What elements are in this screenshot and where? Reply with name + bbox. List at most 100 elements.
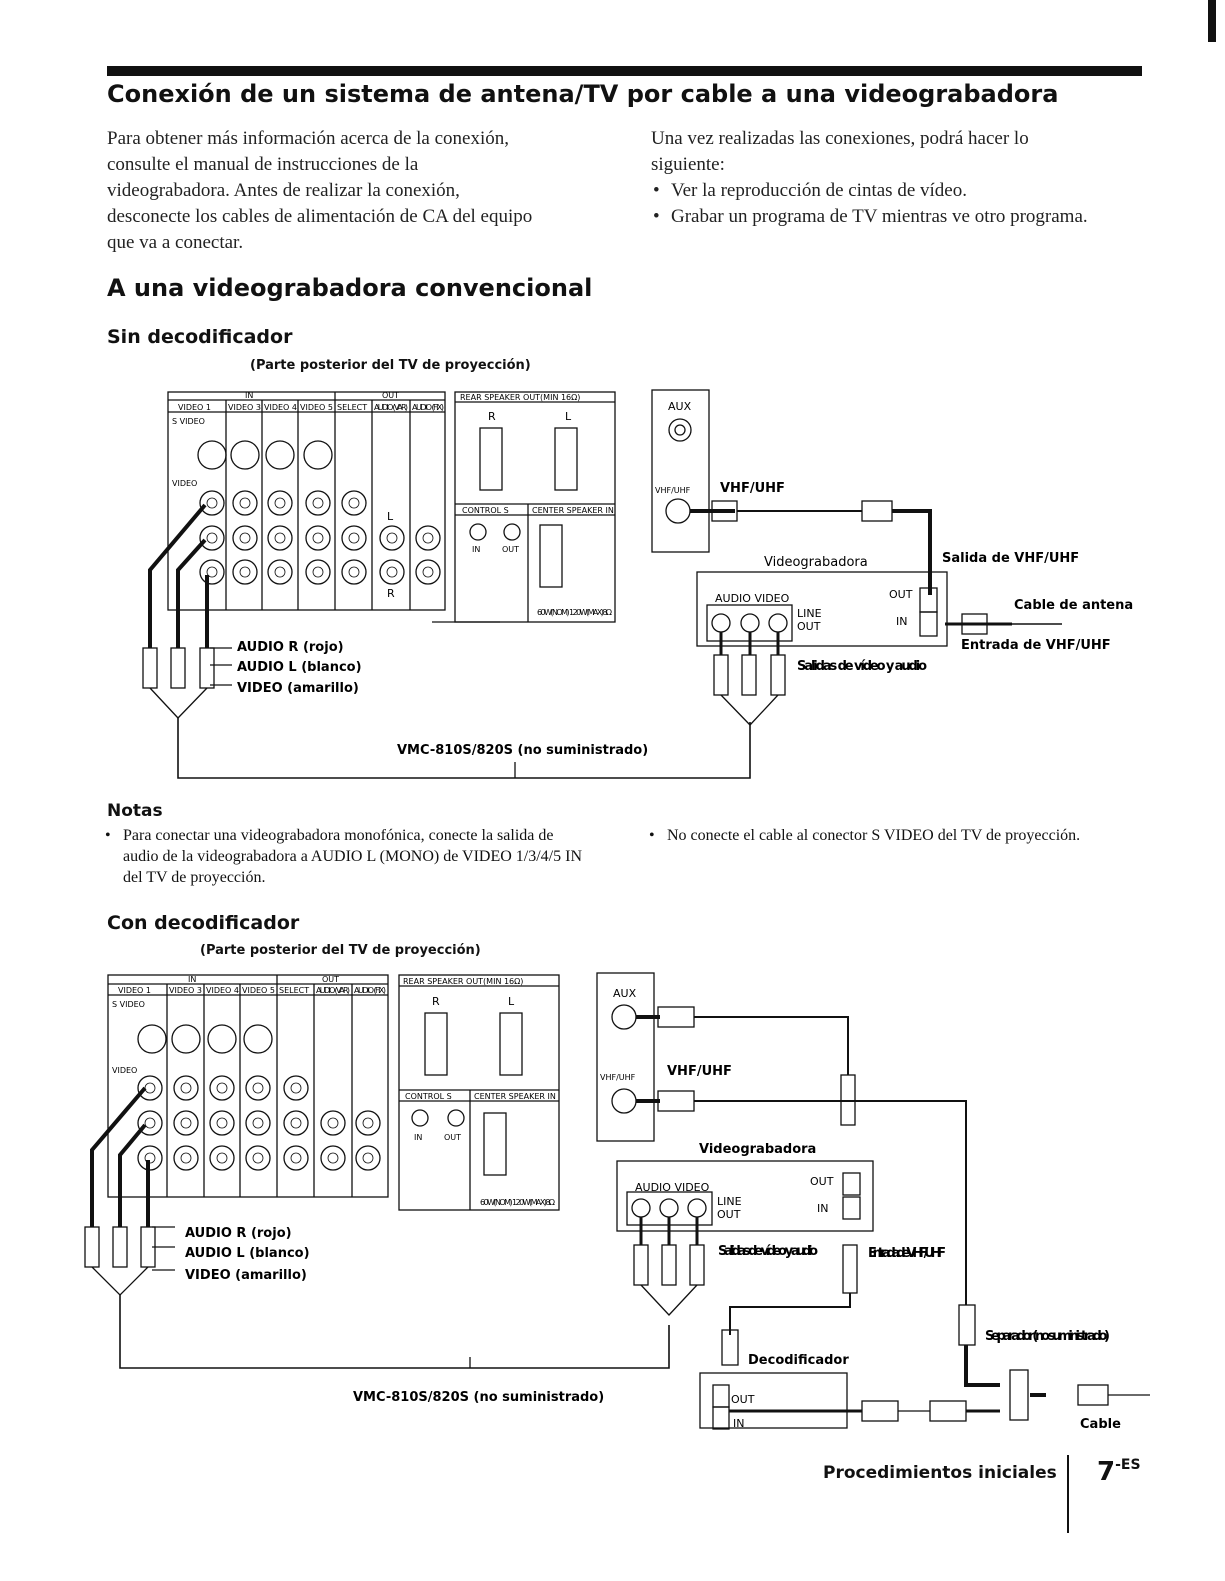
- panel-video1-label: VIDEO 1: [178, 403, 211, 412]
- title-rule: [107, 66, 1142, 76]
- vcr-line-out-label: OUT: [717, 1208, 741, 1221]
- panel-l-label: L: [387, 510, 394, 523]
- page-title: Conexión de un sistema de antena/TV por …: [107, 80, 1059, 108]
- panel-r-label: R: [387, 587, 395, 600]
- intro-line: que va a conectar.: [107, 232, 244, 253]
- panel-select-label: SELECT: [279, 986, 309, 995]
- vcr-line-label: LINE: [717, 1195, 742, 1208]
- av-outputs-text: Salidas de vídeo y audio: [797, 659, 927, 674]
- section-heading: A una videograbadora convencional: [107, 274, 593, 302]
- vhf-input-label: Entrada de VHF/UHF: [868, 1246, 946, 1261]
- panel-in-label: IN: [245, 391, 253, 400]
- page-number: 7-ES: [1097, 1457, 1141, 1487]
- center-speaker-label: CENTER SPEAKER IN: [474, 1092, 556, 1101]
- vcr-box: [696, 571, 948, 647]
- vhf-input-label: Entrada de VHF/UHF: [961, 638, 1111, 653]
- decoder-out-label: OUT: [731, 1393, 755, 1406]
- vcr-audio-video-label: AUDIO VIDEO: [635, 1181, 710, 1194]
- panel-video5-label: VIDEO 5: [242, 986, 275, 995]
- tv-panel: [167, 391, 446, 611]
- decoder-in-label: IN: [733, 1417, 744, 1430]
- footer-divider: [1067, 1455, 1069, 1533]
- notes-left: Para conectar una videograbadora monofón…: [105, 825, 587, 888]
- intro-right: Una vez realizadas las conexiones, podrá…: [651, 126, 1121, 230]
- vhfuhf-small-label: VHF/UHF: [600, 1073, 636, 1082]
- diagram-caption: (Parte posterior del TV de proyección): [250, 358, 531, 373]
- page-number-value: 7: [1097, 1457, 1116, 1487]
- vcr-in-label: IN: [896, 615, 907, 628]
- panel-video5-label: VIDEO 5: [300, 403, 333, 412]
- vcr-box: [616, 1160, 874, 1232]
- speaker-power-label: 60W(NOM) 120W(MAX)8Ω: [480, 1198, 555, 1207]
- subsection-heading: Sin decodificador: [107, 326, 293, 348]
- panel-audio-var-label: AUDIO (VAR): [374, 403, 408, 412]
- control-s-label: CONTROL S: [462, 506, 509, 515]
- vcr-label: Videograbadora: [699, 1142, 816, 1157]
- panel-out-label: OUT: [382, 391, 399, 400]
- panel-video3-label: VIDEO 3: [169, 986, 202, 995]
- panel-svideo-label: S VIDEO: [172, 417, 205, 426]
- video-yellow-label: VIDEO (amarillo): [237, 681, 359, 696]
- tv-panel: [107, 974, 389, 1198]
- video-yellow-label: VIDEO (amarillo): [185, 1268, 307, 1283]
- panel-video4-label: VIDEO 4: [264, 403, 297, 412]
- vcr-out-label: OUT: [810, 1175, 834, 1188]
- note-item: Para conectar una videograbadora monofón…: [105, 825, 587, 888]
- control-in-label: IN: [414, 1133, 422, 1142]
- center-speaker-label: CENTER SPEAKER IN: [532, 506, 614, 515]
- intro-line: videograbadora. Antes de realizar la con…: [107, 180, 460, 201]
- footer-section: Procedimientos iniciales: [823, 1463, 1057, 1483]
- control-out-label: OUT: [502, 545, 519, 554]
- speaker-l-label: L: [508, 995, 515, 1008]
- page-edge-mark: [1208, 0, 1216, 42]
- panel-out-label: OUT: [322, 975, 339, 984]
- intro-line: siguiente:: [651, 154, 725, 175]
- av-outputs-label: Salidas de vídeo y audio: [797, 659, 927, 674]
- speaker-power-label: 60W(NOM) 120W(MAX)8Ω: [537, 608, 612, 617]
- speaker-panel: [454, 391, 616, 623]
- control-in-label: IN: [472, 545, 480, 554]
- panel-svideo-label: S VIDEO: [112, 1000, 145, 1009]
- subsection-heading: Con decodificador: [107, 912, 300, 934]
- antenna-cable-label: Cable de antena: [1014, 598, 1133, 613]
- panel-video3-label: VIDEO 3: [228, 403, 261, 412]
- page-number-suffix: -ES: [1115, 1457, 1141, 1473]
- speaker-l-label: L: [565, 410, 572, 423]
- diagram-caption: (Parte posterior del TV de proyección): [200, 943, 481, 958]
- speaker-r-label: R: [432, 995, 440, 1008]
- panel-video-label: VIDEO: [112, 1066, 137, 1075]
- vcr-audio-video-label: AUDIO VIDEO: [715, 592, 790, 605]
- aux-label: AUX: [613, 987, 637, 1000]
- connection-diagram-no-decoder: IN OUT VIDEO 1 VIDEO 3 VIDEO 4 VIDEO 5 S…: [142, 389, 1133, 779]
- splitter-label: Separador (no suministrado): [985, 1329, 1110, 1344]
- decoder-box: [699, 1372, 848, 1429]
- intro-line: desconecte los cables de alimentación de…: [107, 206, 533, 227]
- panel-video1-label: VIDEO 1: [118, 986, 151, 995]
- vhfuhf-label: VHF/UHF: [720, 481, 785, 496]
- cable-label: Cable: [1080, 1417, 1121, 1430]
- aux-label: AUX: [668, 400, 692, 413]
- speaker-r-label: R: [488, 410, 496, 423]
- intro-line: Una vez realizadas las conexiones, podrá…: [651, 128, 1029, 149]
- panel-in-label: IN: [188, 975, 196, 984]
- intro-bullets: Ver la reproducción de cintas de vídeo. …: [651, 178, 1121, 230]
- notes-right: No conecte el cable al conector S VIDEO …: [649, 825, 1151, 846]
- audio-r-label: AUDIO R (rojo): [185, 1226, 292, 1241]
- tv-antenna-panel: [596, 972, 655, 1142]
- vhfuhf-small-label: VHF/UHF: [655, 486, 691, 495]
- panel-video-label: VIDEO: [172, 479, 197, 488]
- audio-l-label: AUDIO L (blanco): [237, 660, 362, 675]
- av-outputs-label: Salidas de vídeo y audio: [718, 1244, 818, 1259]
- bullet-item: Grabar un programa de TV mientras ve otr…: [653, 204, 1101, 230]
- audio-l-label: AUDIO L (blanco): [185, 1246, 310, 1261]
- vcr-line-label: LINE: [797, 607, 822, 620]
- tv-antenna-panel: [651, 389, 710, 553]
- notes-heading: Notas: [107, 801, 163, 821]
- control-s-label: CONTROL S: [405, 1092, 452, 1101]
- rear-speaker-label: REAR SPEAKER OUT(MIN 16Ω): [460, 393, 580, 402]
- note-item: No conecte el cable al conector S VIDEO …: [649, 825, 1151, 846]
- rear-speaker-label: REAR SPEAKER OUT(MIN 16Ω): [403, 977, 523, 986]
- panel-audio-var-label: AUDIO (VAR): [316, 986, 350, 995]
- connection-diagram-with-decoder: IN OUT VIDEO 1 VIDEO 3 VIDEO 4 VIDEO 5 S…: [84, 972, 1150, 1430]
- vcr-out-label: OUT: [889, 588, 913, 601]
